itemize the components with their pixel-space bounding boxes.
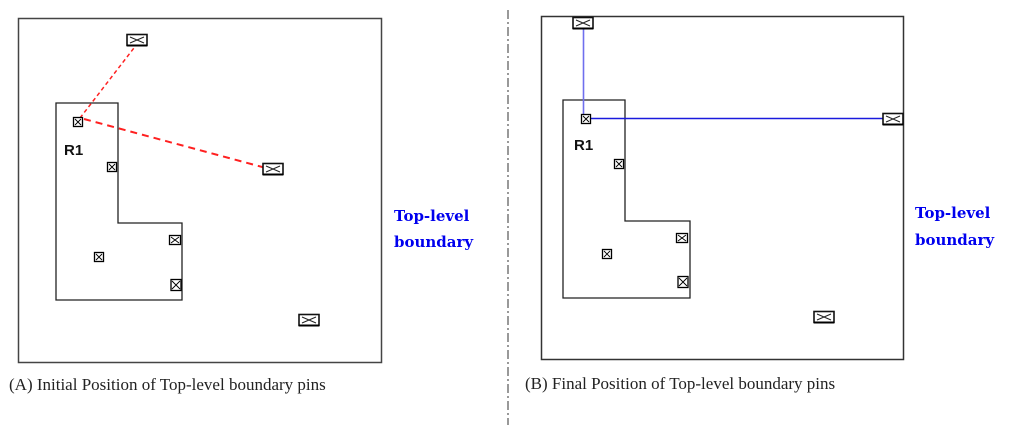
top-level-pin-icon[interactable]: [813, 310, 835, 324]
block-pin-icon: [613, 158, 625, 170]
block-pin-icon: [93, 251, 105, 263]
top-level-pin-icon[interactable]: [262, 162, 284, 176]
block-pin-icon: [601, 248, 613, 260]
block-pin-icon: [677, 275, 689, 289]
boundary-label-line2: boundary: [394, 233, 474, 251]
block-pin-icon: [168, 234, 182, 246]
r1-block: [562, 99, 691, 299]
block-pin-icon: [580, 113, 592, 125]
top-level-pin-icon[interactable]: [298, 313, 320, 327]
r1-label: R1: [64, 142, 83, 159]
r1-block: [55, 102, 183, 301]
top-level-boundary-box: [17, 17, 383, 364]
boundary-label-line1: Top-level: [394, 207, 470, 225]
block-pin-icon: [675, 232, 689, 244]
top-level-pin-icon[interactable]: [882, 112, 904, 126]
connection-line: [79, 43, 138, 119]
connection-line: [83, 118, 267, 169]
panel-b: R1 Top-level boundary (B) Final Position…: [525, 15, 995, 393]
boundary-label-line2: boundary: [915, 231, 995, 249]
block-pin-icon: [170, 278, 182, 292]
panel-a-caption: (A) Initial Position of Top-level bounda…: [9, 375, 326, 394]
block-pin-icon: [106, 161, 118, 173]
top-level-boundary-box: [540, 15, 905, 361]
boundary-label-line1: Top-level: [915, 204, 991, 222]
panel-a: R1 Top-level boundary (A) Initial Positi…: [9, 17, 474, 394]
panel-b-caption: (B) Final Position of Top-level boundary…: [525, 374, 835, 393]
r1-label: R1: [574, 137, 593, 154]
top-level-pin-icon[interactable]: [126, 33, 148, 47]
block-pin-icon: [72, 116, 84, 128]
top-level-pin-icon[interactable]: [572, 16, 594, 30]
